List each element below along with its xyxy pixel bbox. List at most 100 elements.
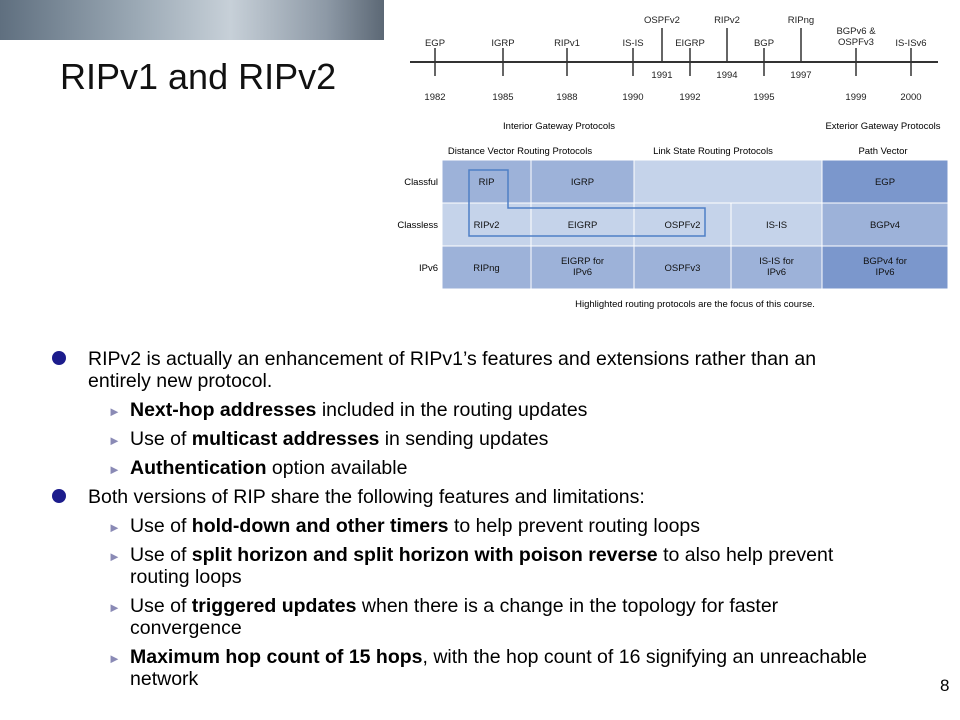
timeline-protocol-label: RIPng [788, 15, 814, 26]
sub-bullet-text: Use of [130, 595, 192, 617]
slide-title: RIPv1 and RIPv2 [60, 56, 337, 97]
timeline-protocol-label: OSPFv3 [838, 37, 874, 48]
table-cell-text: IPv6 [573, 267, 592, 278]
timeline-protocol-label: RIPv1 [554, 38, 580, 49]
sub-bullet-arrow-icon: ► [108, 462, 121, 477]
highlight-outline [468, 169, 706, 237]
timeline-year-label: 1990 [622, 92, 643, 103]
bullet-list: RIPv2 is actually an enhancement of RIPv… [52, 348, 882, 697]
column-header: Path Vector [858, 146, 907, 157]
sub-bullet-item: ► Authentication option available [52, 457, 882, 479]
table-cell-text: BGPv4 for [863, 256, 907, 267]
column-header: Distance Vector Routing Protocols [448, 146, 592, 157]
bullet-dot-icon [52, 489, 66, 503]
timeline-protocol-label: EGP [425, 38, 445, 49]
sub-bullet-bold: multicast addresses [191, 428, 380, 450]
table-cell-text: BGPv4 [870, 220, 900, 231]
timeline-protocol-label: RIPv2 [714, 15, 740, 26]
timeline-year-label: 1997 [790, 70, 811, 81]
timeline-protocol-label: BGP [754, 38, 774, 49]
bullet-text: RIPv2 is actually an enhancement of RIPv… [88, 348, 817, 392]
sub-bullet-text: Use of [130, 428, 192, 450]
sub-bullet-arrow-icon: ► [108, 651, 121, 666]
timeline-year-label: 1995 [753, 92, 774, 103]
table-cell-text: EGP [875, 177, 895, 188]
sub-bullet-arrow-icon: ► [108, 549, 121, 564]
table-cell [530, 159, 635, 204]
table-cell-text: IGRP [571, 177, 594, 188]
sub-bullet-text: Use of [130, 515, 192, 537]
sub-bullet-bold: Maximum hop count of 15 hops [130, 646, 423, 668]
bullet-item: Both versions of RIP share the following… [52, 486, 882, 508]
table-cell [821, 202, 949, 247]
page-number: 8 [940, 676, 950, 695]
timeline-year-label: 1999 [845, 92, 866, 103]
table-cell [730, 245, 823, 290]
table-cell [441, 245, 532, 290]
sub-bullet-text: in sending updates [379, 428, 549, 450]
timeline-year-label: 1991 [651, 70, 672, 81]
timeline-year-label: 1988 [556, 92, 577, 103]
row-label: IPv6 [419, 263, 438, 274]
sub-bullet-text: when there is a change in the topology f… [130, 595, 779, 639]
table-cell-text: IS-IS for [759, 256, 794, 267]
timeline-year-label: 1982 [424, 92, 445, 103]
timeline-year-label: 1994 [716, 70, 737, 81]
bullet-dot-icon [52, 351, 66, 365]
table-cell [633, 159, 823, 204]
sub-bullet-text: Use of [130, 544, 192, 566]
sub-bullet-item: ► Use of multicast addresses in sending u… [52, 428, 882, 450]
routing-protocols-table: Interior Gateway Protocols Exterior Gatew… [397, 121, 949, 310]
sub-bullet-item: ►Next-hop addresses included in the rout… [52, 399, 882, 421]
row-label: Classful [404, 177, 438, 188]
table-cell-text: OSPFv3 [665, 263, 701, 274]
timeline-protocol-label: BGPv6 & [836, 26, 876, 37]
header-banner-image [0, 0, 384, 40]
timeline-protocol-label: EIGRP [675, 38, 705, 49]
column-header: Link State Routing Protocols [653, 146, 773, 157]
exterior-label: Exterior Gateway Protocols [825, 121, 940, 132]
timeline-year-label: 2000 [900, 92, 921, 103]
table-cell-text: IS-IS [766, 220, 787, 231]
bullet-text: Both versions of RIP share the following… [88, 486, 645, 508]
sub-bullet-bold: triggered updates [191, 595, 357, 617]
table-cell [530, 245, 635, 290]
protocol-timeline: EGP 1982 IGRP 1985 RIPv1 1988 IS-IS 1990 OSPFv2 1… [410, 15, 938, 103]
interior-label: Interior Gateway Protocols [503, 121, 615, 132]
table-cell-text: RIPng [473, 263, 499, 274]
table-cell-text: EIGRP [568, 220, 598, 231]
timeline-protocol-label: IS-IS [622, 38, 643, 49]
table-cell-text: RIPv2 [474, 220, 500, 231]
sub-bullet-item: ► Use of hold-down and other timers to he… [52, 515, 882, 537]
timeline-protocol-label: IGRP [491, 38, 514, 49]
sub-bullet-bold: split horizon and split horizon with poi… [191, 544, 658, 566]
sub-bullet-item: ►Maximum hop count of 15 hops, with the … [52, 646, 882, 690]
bullet-item: RIPv2 is actually an enhancement of RIPv… [52, 348, 882, 392]
sub-bullet-item: ► Use of triggered updates when there is … [52, 595, 882, 639]
table-cell [441, 159, 532, 204]
sub-bullet-text: to also help prevent routing loops [130, 544, 834, 588]
sub-bullet-arrow-icon: ► [108, 520, 121, 535]
sub-bullet-item: ► Use of split horizon and split horizon … [52, 544, 882, 588]
table-cell [821, 245, 949, 290]
sub-bullet-text: option available [266, 457, 408, 479]
timeline-protocol-label: IS-ISv6 [895, 38, 926, 49]
table-cell-text: IPv6 [767, 267, 786, 278]
sub-bullet-bold: Next-hop addresses [130, 399, 317, 421]
row-label: Classless [397, 220, 438, 231]
sub-bullet-bold: hold-down and other timers [191, 515, 449, 537]
table-caption: Highlighted routing protocols are the fo… [575, 299, 815, 310]
table-cell-text: RIP [479, 177, 495, 188]
table-cell [530, 202, 635, 247]
table-cell-text: IPv6 [875, 267, 894, 278]
timeline-year-label: 1992 [679, 92, 700, 103]
timeline-protocol-label: OSPFv2 [644, 15, 680, 26]
sub-bullet-arrow-icon: ► [108, 433, 121, 448]
sub-bullet-arrow-icon: ► [108, 600, 121, 615]
table-cell-text: EIGRP for [561, 256, 604, 267]
timeline-year-label: 1985 [492, 92, 513, 103]
sub-bullet-arrow-icon: ► [108, 404, 121, 419]
table-cell [633, 245, 732, 290]
sub-bullet-text: to help prevent routing loops [448, 515, 701, 537]
sub-bullet-bold: Authentication [130, 457, 267, 479]
